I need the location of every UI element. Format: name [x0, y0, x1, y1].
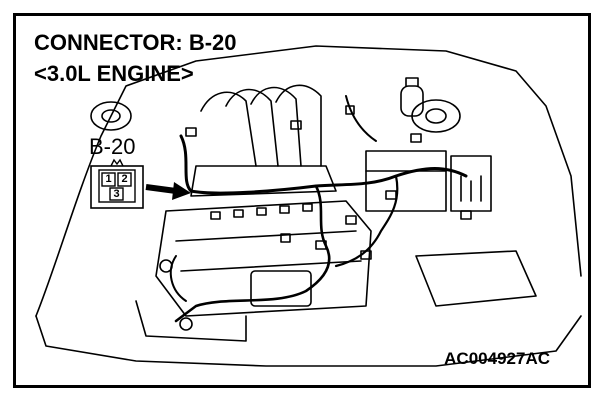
connector-location-arrow: [145, 182, 191, 200]
diagram-title: CONNECTOR: B-20: [34, 30, 237, 55]
pin-2-label: 2: [121, 173, 128, 185]
radiator-support: [135, 300, 247, 342]
relay-box: [365, 150, 447, 212]
pin-3-cell: [109, 187, 124, 201]
engine-block: [155, 200, 372, 317]
injector-connectors: [210, 203, 313, 220]
pin-1-label: 1: [105, 173, 112, 185]
air-cleaner: [415, 250, 537, 307]
intake-runner-4: [275, 84, 322, 167]
engine-bay-illustration: [35, 45, 582, 367]
diagram-frame: CONNECTOR: B-20 <3.0L ENGINE>: [13, 13, 591, 388]
reservoir: [400, 85, 424, 117]
connector-label: B-20: [89, 134, 136, 159]
reference-code: AC004927AC: [444, 349, 550, 368]
lower-wiring-harness: [174, 184, 331, 323]
right-strut-tower: [411, 99, 461, 133]
upper-wire: [345, 95, 377, 142]
intake-runner-2: [225, 88, 279, 167]
left-strut-tower: [90, 101, 132, 131]
main-wiring-harness: [179, 134, 468, 195]
pin-1-cell: [101, 172, 116, 187]
branch-harness: [334, 174, 399, 268]
harness-clips: [159, 105, 472, 331]
pin-2-cell: [117, 172, 132, 187]
bay-lower-edge: [35, 315, 582, 367]
engine-bay-outline: [35, 45, 582, 317]
pin-3-label: 3: [113, 188, 120, 200]
intake-plenum: [190, 165, 337, 197]
intake-runner-1: [200, 91, 257, 167]
intake-runner-3: [250, 86, 302, 167]
connector-b20-symbol: [90, 158, 144, 209]
diagram-subtitle: <3.0L ENGINE>: [34, 61, 194, 86]
